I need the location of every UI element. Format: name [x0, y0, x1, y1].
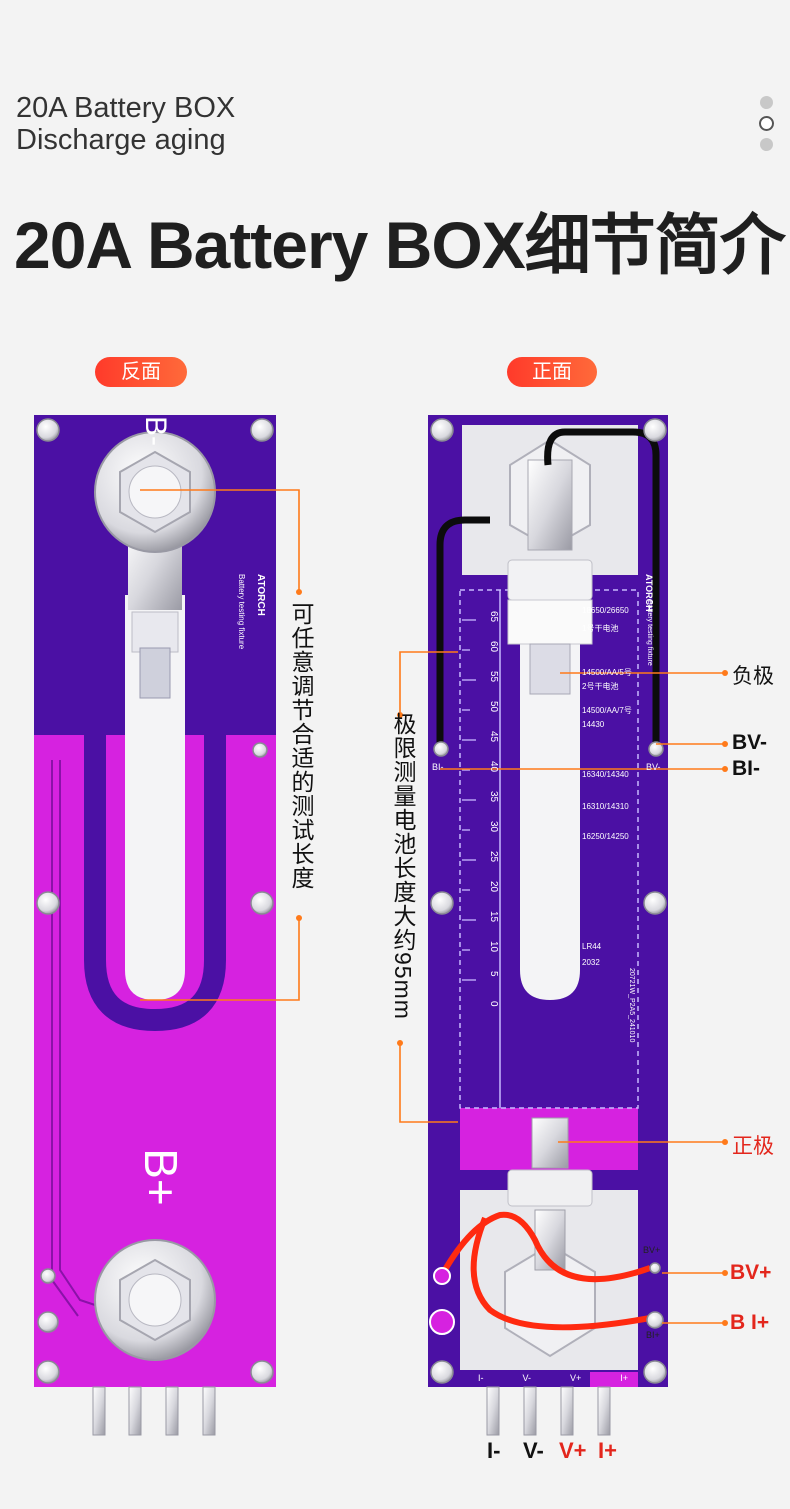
size-mark: 16340/14340: [582, 770, 629, 779]
front-brand: ATORCH: [644, 574, 654, 612]
callout-positive: 正极: [732, 1135, 774, 1158]
back-brand-sub: Battery testing fixture: [237, 574, 246, 650]
label-bminus: B-: [139, 416, 172, 446]
scale-tick: 25: [488, 851, 499, 863]
length-scale: 65 60 55 50 45 40 35 30 25 20 15 10 5 0: [474, 606, 499, 1026]
page-title: 20A Battery BOX细节简介: [14, 208, 786, 282]
side-mark-bi-plus: BI+: [646, 1330, 660, 1340]
page-dot-active[interactable]: [758, 116, 774, 131]
scale-tick: 20: [488, 881, 499, 893]
callout-bv-plus: BV+: [730, 1261, 772, 1284]
board-pin-mark: V-: [522, 1373, 531, 1383]
page-indicator[interactable]: [758, 96, 774, 158]
size-mark: 14430: [582, 720, 605, 729]
scale-tick: 45: [488, 731, 499, 743]
scale-tick: 35: [488, 791, 499, 803]
subtitle-line-1: 20A Battery BOX: [16, 92, 236, 124]
size-marks: 18650/26650 1号干电池 14500/AA/5号 2号干电池 1450…: [582, 606, 636, 970]
callout-bi-minus: BI-: [732, 757, 760, 780]
page-dot[interactable]: [759, 96, 773, 109]
pin-label-v-minus: V-: [523, 1438, 544, 1463]
back-brand: ATORCH: [246, 574, 266, 684]
size-mark: 18650/26650: [582, 606, 629, 615]
pin-label-i-plus: I+: [598, 1438, 617, 1463]
subtitle-line-2: Discharge aging: [16, 124, 226, 156]
pin-label-i-minus: I-: [487, 1438, 501, 1463]
size-mark: 2号干电池: [582, 682, 619, 691]
size-mark: 2032: [582, 958, 600, 967]
board-pin-mark: I-: [478, 1373, 484, 1383]
callout-adjustable-length: 可任意调节合适的测试长度: [288, 602, 314, 890]
scale-tick: 60: [488, 641, 499, 653]
page-dot[interactable]: [759, 138, 773, 151]
pin-labels: I- V- V+ I+: [485, 1438, 625, 1468]
pin-label-v-plus: V+: [559, 1438, 587, 1463]
board-pin-mark: V+: [569, 1373, 582, 1383]
tag-back: 反面: [95, 357, 187, 387]
scale-tick: 50: [488, 701, 499, 713]
side-mark-bv-plus: BV+: [643, 1245, 661, 1255]
size-mark: 14500/AA/7号: [582, 706, 632, 715]
board-pin-mark: I+: [620, 1373, 628, 1383]
side-mark-bi-minus: BI-: [432, 762, 444, 772]
board-pin-marks: I- V- V+ I+: [478, 1373, 628, 1383]
size-mark: 1号干电池: [582, 624, 619, 633]
size-mark: 16250/14250: [582, 832, 629, 841]
callout-bv-minus: BV-: [732, 731, 768, 754]
back-board: [34, 415, 276, 1436]
scale-tick: 65: [488, 611, 499, 623]
size-mark: 16310/14310: [582, 802, 629, 811]
size-mark: LR44: [582, 942, 602, 951]
tag-front: 正面: [507, 357, 597, 387]
scale-tick: 40: [488, 761, 499, 773]
callout-lines: [140, 489, 725, 1324]
size-mark: 14500/AA/5号: [582, 668, 632, 677]
scale-tick: 15: [488, 911, 499, 923]
scale-tick: 10: [488, 941, 499, 953]
scale-tick: 30: [488, 821, 499, 833]
scale-tick: 0: [488, 1001, 499, 1007]
front-board: [428, 415, 668, 1436]
label-bplus: B+: [134, 1148, 187, 1206]
front-brand-sub: Battery testing fixture: [646, 600, 653, 666]
model-code: 20721W_P2A5_241010: [628, 968, 635, 1043]
scale-tick: 55: [488, 671, 499, 683]
callout-negative: 负极: [732, 665, 774, 688]
back-brand-name: ATORCH: [255, 574, 266, 616]
scale-tick: 5: [488, 971, 499, 977]
side-mark-bv-minus: BV-: [646, 762, 661, 772]
callout-bi-plus: B I+: [730, 1311, 770, 1334]
callout-max-length: 极限测量电池长度大约95mm: [390, 712, 416, 1020]
